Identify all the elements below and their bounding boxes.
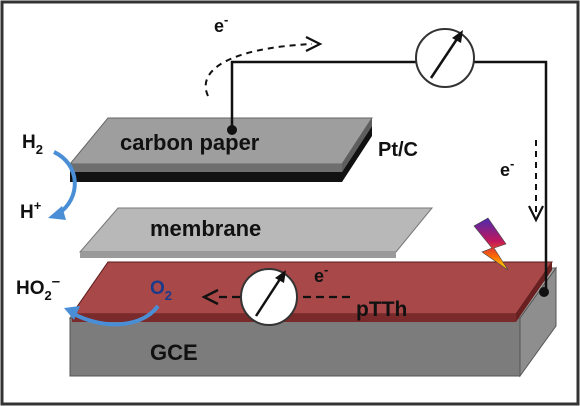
carbon-paper-layer (68, 117, 373, 182)
electron-label-top: e- (214, 12, 228, 36)
h-plus-label: H+ (20, 198, 42, 223)
ptth-label: pTTh (356, 298, 407, 321)
ho2-label: HO2– (16, 273, 60, 303)
external-circuit (227, 60, 549, 297)
arrowhead (48, 206, 66, 220)
arrowhead (305, 36, 323, 52)
carbon-paper-label: carbon paper (120, 130, 260, 155)
membrane-label: membrane (150, 216, 261, 241)
electron-label-layer: e- (314, 262, 328, 286)
arrowhead (528, 205, 544, 223)
o2-label: O2 (150, 278, 172, 303)
lightning-icon (473, 217, 509, 271)
contact-dot-gce (539, 287, 549, 297)
electron-label-right: e- (500, 156, 514, 180)
ptth-layer (71, 261, 553, 322)
h2-label: H2 (22, 132, 43, 157)
ammeter-icon (415, 28, 475, 88)
arrowhead (201, 288, 219, 306)
gce-label: GCE (150, 340, 198, 365)
o2-reduction-arrow (73, 304, 160, 327)
arrowhead (64, 306, 80, 320)
ammeter-icon (240, 268, 298, 326)
pt-c-label: Pt/C (378, 139, 418, 161)
membrane-layer (78, 207, 434, 258)
h2-oxidation-arrow (53, 150, 77, 216)
contact-dot-carbon (227, 125, 237, 135)
